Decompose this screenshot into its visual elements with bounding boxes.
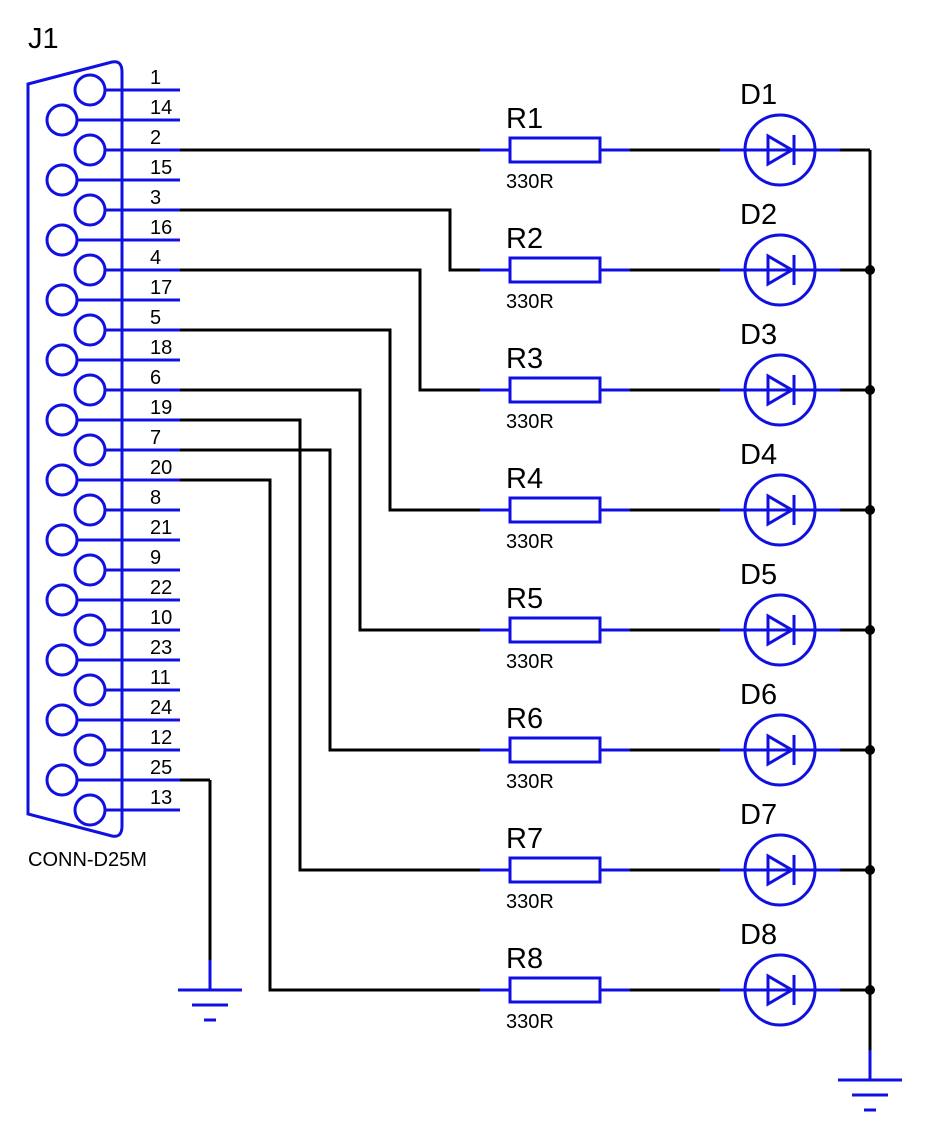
wire-r3 xyxy=(180,268,480,392)
pin-6-label: 6 xyxy=(150,367,161,389)
pin-20-contact xyxy=(45,463,79,497)
pin-23-label: 23 xyxy=(150,637,172,659)
connector-part-label: CONN-D25M xyxy=(28,849,147,871)
pin-12-contact xyxy=(73,733,107,767)
pin-11-label: 11 xyxy=(150,667,171,689)
d3-ref-label: D3 xyxy=(740,319,777,351)
d6-ref-label: D6 xyxy=(740,679,777,711)
pin-11-contact xyxy=(73,673,107,707)
r6-value-label: 330R xyxy=(506,771,554,793)
connector-pins: 1 14 2 15 3 16 4 17 5 18 6 19 7 20 8 21 9 22 10 23 11 24 12 25 1… xyxy=(45,67,180,827)
r8-body xyxy=(508,976,602,1004)
common-bus xyxy=(838,150,902,1112)
r3-ref-label: R3 xyxy=(506,343,543,375)
connector-body xyxy=(26,60,124,838)
pin-21-label: 21 xyxy=(150,517,172,539)
pin-14-label: 14 xyxy=(150,97,172,119)
pin-15-contact xyxy=(45,163,79,197)
pin-17-contact xyxy=(45,283,79,317)
pin-8-contact xyxy=(73,493,107,527)
r1-body xyxy=(508,136,602,164)
wire-r7 xyxy=(180,418,480,872)
r8-ref-label: R8 xyxy=(506,943,543,975)
pin-16-label: 16 xyxy=(150,217,172,239)
wire-r4 xyxy=(180,328,480,512)
pin-9-label: 9 xyxy=(150,547,161,569)
r5-value-label: 330R xyxy=(506,651,554,673)
pin-1-contact xyxy=(73,73,107,107)
pin-18-label: 18 xyxy=(150,337,172,359)
d2-ref-label: D2 xyxy=(740,199,777,231)
r5-body xyxy=(508,616,602,644)
wire-r2 xyxy=(180,208,480,272)
connector-j1: J1 1 14 2 15 3 16 4 17 5 18 6 19 7 20 8 21 9 22 10 23 11 24 12… xyxy=(26,23,180,871)
pin-22-contact xyxy=(45,583,79,617)
r1-value-label: 330R xyxy=(506,171,554,193)
pin-9-contact xyxy=(73,553,107,587)
pin-24-label: 24 xyxy=(150,697,172,719)
pin-17-label: 17 xyxy=(150,277,172,299)
pin-7-label: 7 xyxy=(150,427,161,449)
wire-r5 xyxy=(180,388,480,632)
pin-21-contact xyxy=(45,523,79,557)
r4-ref-label: R4 xyxy=(506,463,543,495)
pin-7-contact xyxy=(73,433,107,467)
pin-3-contact xyxy=(73,193,107,227)
d4-ref-label: D4 xyxy=(740,439,777,471)
r6-body xyxy=(508,736,602,764)
d1-ref-label: D1 xyxy=(740,79,777,111)
pin-18-contact xyxy=(45,343,79,377)
r7-ref-label: R7 xyxy=(506,823,543,855)
r4-body xyxy=(508,496,602,524)
pin-1-label: 1 xyxy=(150,67,161,89)
wire-r8 xyxy=(180,478,480,992)
pin-13-contact xyxy=(73,793,107,827)
r5-ref-label: R5 xyxy=(506,583,543,615)
pin-4-label: 4 xyxy=(150,247,161,269)
resistors: R1 330R R2 330R R3 330R R4 330R R5 330R R6 330R R7 33… xyxy=(480,103,630,1033)
pin-24-contact xyxy=(45,703,79,737)
r2-body xyxy=(508,256,602,284)
d5-ref-label: D5 xyxy=(740,559,777,591)
pin-12-label: 12 xyxy=(150,727,172,749)
pin-10-contact xyxy=(73,613,107,647)
pin-25-contact xyxy=(45,763,79,797)
r6-ref-label: R6 xyxy=(506,703,543,735)
pin-19-label: 19 xyxy=(150,397,172,419)
pin-14-contact xyxy=(45,103,79,137)
pin-4-contact xyxy=(73,253,107,287)
pin-23-contact xyxy=(45,643,79,677)
pin-16-contact xyxy=(45,223,79,257)
pin-2-contact xyxy=(73,133,107,167)
wire-r6 xyxy=(180,448,480,752)
r8-value-label: 330R xyxy=(506,1011,554,1033)
pin-19-contact xyxy=(45,403,79,437)
pin-5-contact xyxy=(73,313,107,347)
connector-ref-label: J1 xyxy=(28,23,59,55)
pin-6-contact xyxy=(73,373,107,407)
pin-2-label: 2 xyxy=(150,127,161,149)
d7-ref-label: D7 xyxy=(740,799,777,831)
pin-13-label: 13 xyxy=(150,787,172,809)
pin-5-label: 5 xyxy=(150,307,161,329)
connector-ground xyxy=(178,778,242,1022)
pin-8-label: 8 xyxy=(150,487,161,509)
r4-value-label: 330R xyxy=(506,531,554,553)
pin-10-label: 10 xyxy=(150,607,172,629)
pin-25-label: 25 xyxy=(150,757,172,779)
pin-15-label: 15 xyxy=(150,157,172,179)
r2-ref-label: R2 xyxy=(506,223,543,255)
pin-22-label: 22 xyxy=(150,577,172,599)
pin-3-label: 3 xyxy=(150,187,161,209)
r3-value-label: 330R xyxy=(506,411,554,433)
r7-body xyxy=(508,856,602,884)
r2-value-label: 330R xyxy=(506,291,554,313)
r7-value-label: 330R xyxy=(506,891,554,913)
r3-body xyxy=(508,376,602,404)
r1-ref-label: R1 xyxy=(506,103,543,135)
d8-ref-label: D8 xyxy=(740,919,777,951)
pin-20-label: 20 xyxy=(150,457,172,479)
